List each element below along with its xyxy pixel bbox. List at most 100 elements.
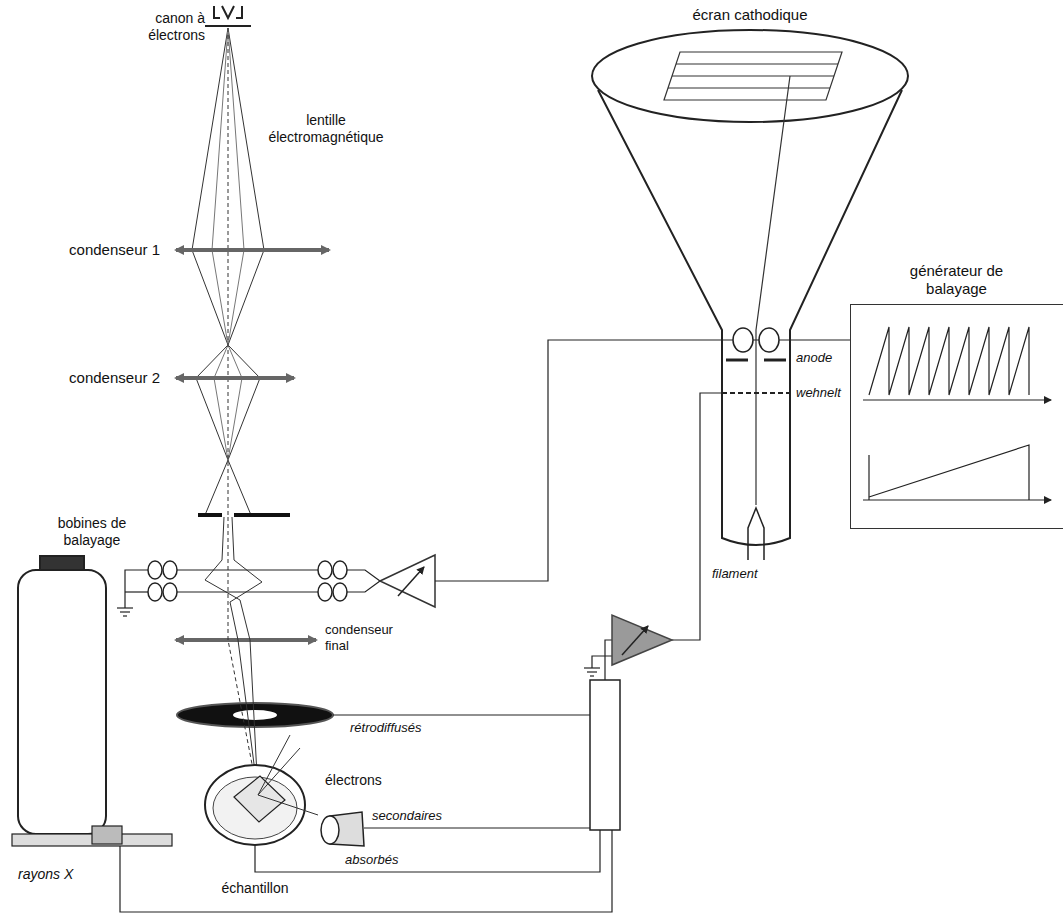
part-label: rétrodiffusés xyxy=(350,720,450,736)
electron-gun xyxy=(236,6,242,18)
crt-parts xyxy=(764,359,786,362)
scan-amplifier xyxy=(398,567,424,596)
waveform-graphs xyxy=(868,455,869,500)
sample-holder xyxy=(234,776,285,822)
generator-box: générateur de balayage xyxy=(850,262,1063,529)
electron-rays xyxy=(228,28,229,515)
sample-holder xyxy=(258,735,318,815)
part-label: canon à électrons xyxy=(120,10,205,44)
scan-coils xyxy=(163,561,177,579)
signal-wires xyxy=(333,714,590,715)
scanned-beam xyxy=(205,517,262,795)
xray-detector xyxy=(40,556,84,570)
scanned-beam xyxy=(230,517,262,795)
part-label: condenseur 2 xyxy=(20,369,160,387)
aperture-plate xyxy=(198,513,222,517)
signal-wires xyxy=(590,675,594,676)
part-label: anode xyxy=(796,350,856,366)
signal-wires xyxy=(592,656,612,668)
waveform-graphs xyxy=(863,327,1051,500)
coil-wires xyxy=(125,591,148,592)
coil-wires xyxy=(117,607,133,608)
scan-coils xyxy=(148,561,162,579)
generator-panel xyxy=(850,304,1063,529)
crt-raster xyxy=(672,75,834,76)
xray-detector xyxy=(18,570,106,834)
secondary-detector xyxy=(321,816,339,844)
crt-parts xyxy=(726,359,748,362)
backscatter-detector xyxy=(233,710,277,720)
part-label: filament xyxy=(712,566,792,582)
sample-holder xyxy=(205,735,318,845)
scan-wire xyxy=(435,340,850,581)
electron-gun xyxy=(214,6,220,18)
crt-parts xyxy=(748,508,764,560)
waveform-graphs xyxy=(863,399,1051,400)
crt-raster xyxy=(664,52,842,100)
lens-arrow xyxy=(176,250,329,640)
signal-wires xyxy=(587,671,597,672)
signal-wires xyxy=(120,393,722,912)
scanned-beam xyxy=(228,517,258,795)
signal-wires xyxy=(605,640,612,680)
crt-parts xyxy=(722,328,790,560)
crt-raster xyxy=(676,63,838,64)
crt-raster xyxy=(756,76,790,505)
electron-gun xyxy=(205,6,251,26)
secondary-detector xyxy=(321,812,364,846)
part-label: absorbés xyxy=(345,852,435,868)
sample-holder xyxy=(213,777,297,839)
coil-wires xyxy=(120,611,130,612)
scan-coils xyxy=(163,583,177,601)
backscatter-detector xyxy=(177,703,333,727)
part-label: lentille électromagnétique xyxy=(256,112,396,146)
xray-detector xyxy=(92,826,122,844)
aperture-plate xyxy=(198,513,290,517)
waveform-graphs xyxy=(863,499,1051,500)
waveform-graphs xyxy=(869,445,1029,500)
coil-wires xyxy=(177,591,318,592)
scan-coils xyxy=(318,561,332,579)
part-label: échantillon xyxy=(205,880,305,897)
signal-wires xyxy=(364,827,590,828)
coil-wires xyxy=(347,581,380,592)
part-label: rayons X xyxy=(18,866,108,883)
part-label: condenseur final xyxy=(325,622,407,653)
crt-parts xyxy=(722,392,790,394)
scan-coils xyxy=(333,583,347,601)
video-amplifier xyxy=(622,626,648,655)
crt-tube xyxy=(592,30,908,122)
scan-coils xyxy=(148,561,347,601)
sample-holder xyxy=(258,795,318,815)
electron-gun xyxy=(205,25,251,27)
xray-detector xyxy=(12,556,172,846)
waveform-graphs xyxy=(869,327,1029,395)
part-label: condenseur 1 xyxy=(20,241,160,259)
part-label: secondaires xyxy=(372,808,472,824)
crt-raster xyxy=(664,52,842,505)
scan-coils xyxy=(318,583,332,601)
crt-parts xyxy=(759,328,779,352)
scan-amplifier xyxy=(380,555,435,607)
electron-gun xyxy=(222,6,234,18)
crt-parts xyxy=(733,328,753,352)
coil-wires xyxy=(347,570,380,581)
video-amplifier xyxy=(612,615,672,665)
scan-coils xyxy=(148,583,162,601)
coil-wires xyxy=(125,570,148,608)
waveform-graphs xyxy=(851,305,1063,530)
crt-raster xyxy=(668,87,830,88)
part-label: électrons xyxy=(325,772,405,789)
video-amplifier xyxy=(612,615,672,665)
electron-rays xyxy=(212,28,228,460)
scan-coils xyxy=(333,561,347,579)
sample-holder xyxy=(205,765,305,845)
part-label: écran cathodique xyxy=(650,6,850,24)
scanned-beam xyxy=(205,517,258,795)
signal-box xyxy=(590,680,620,830)
lens-arrow xyxy=(176,638,316,642)
lens-arrow xyxy=(176,248,329,252)
signal-wires xyxy=(584,667,600,668)
electron-rays xyxy=(228,28,244,460)
